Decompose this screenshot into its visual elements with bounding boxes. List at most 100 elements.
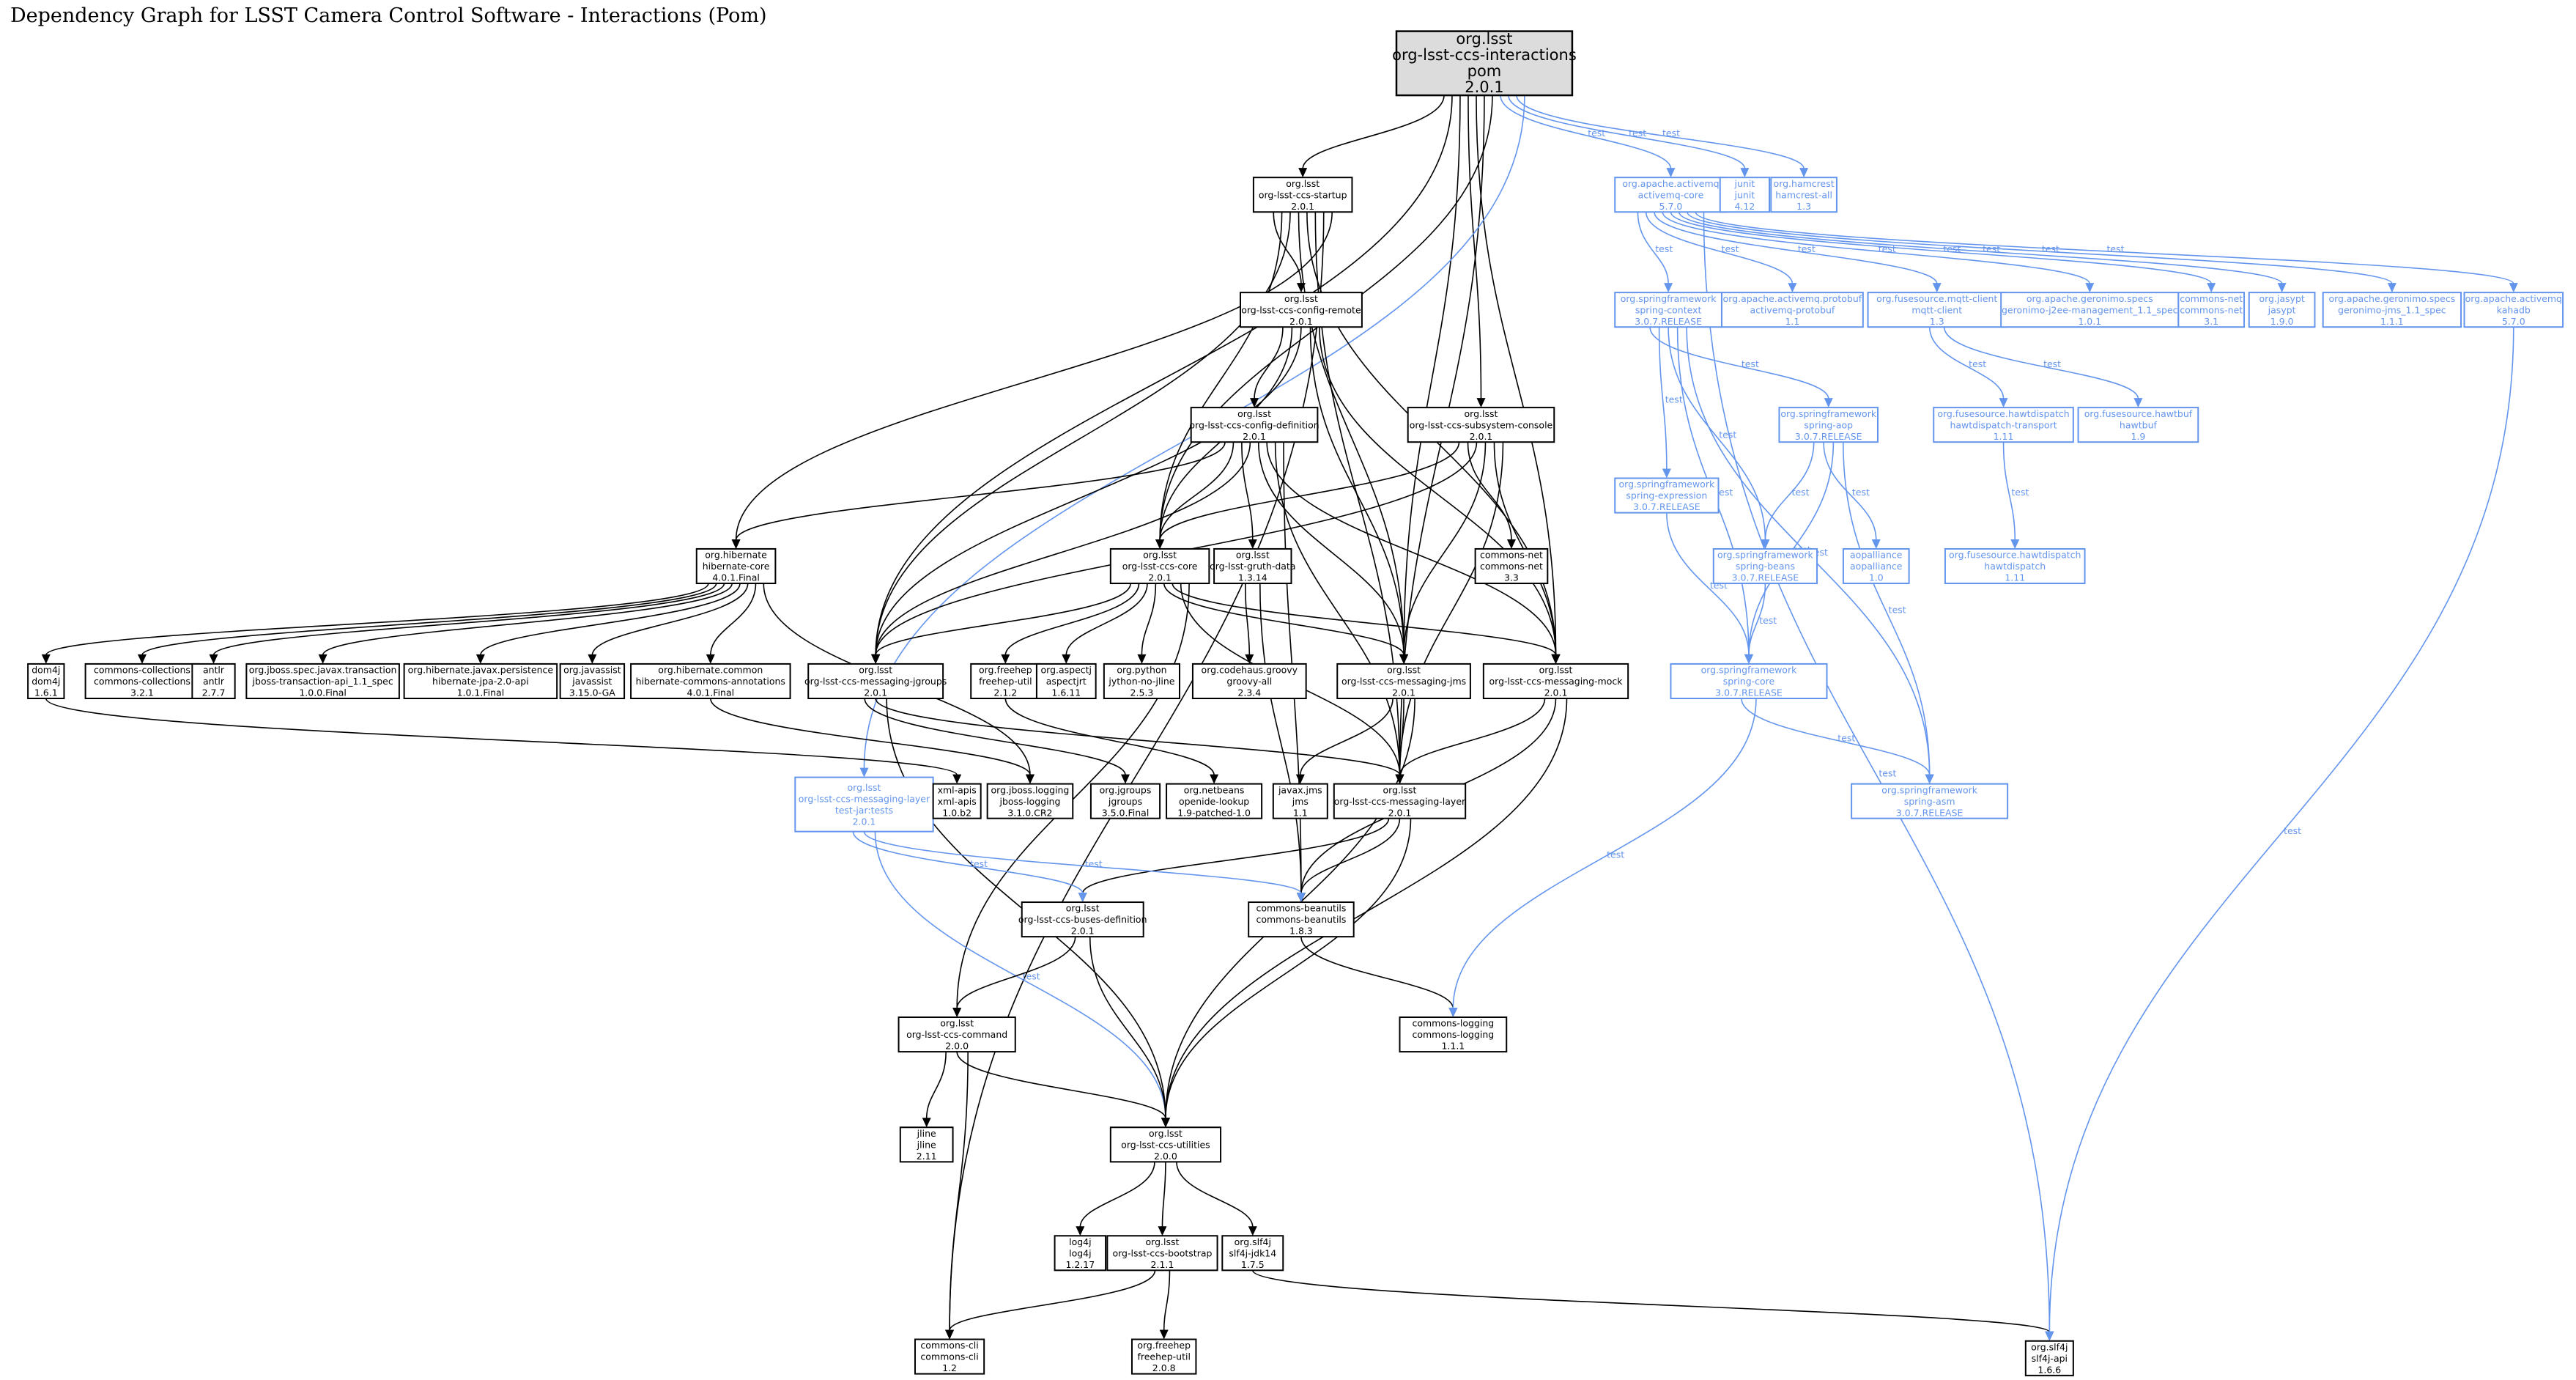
dependency-node-commons-collections[interactable]: commons-collectionscommons-collections3.… [84, 663, 200, 699]
node-box[interactable] [403, 663, 558, 699]
dependency-node-spring-core[interactable]: org.springframeworkspring-core3.0.7.RELE… [1670, 663, 1828, 699]
node-box[interactable] [1399, 1016, 1508, 1053]
node-box[interactable] [1336, 663, 1471, 699]
node-box[interactable] [2000, 292, 2180, 328]
node-box[interactable] [630, 663, 791, 699]
node-box[interactable] [932, 783, 982, 819]
node-box[interactable] [191, 663, 236, 699]
dependency-node-openide-lookup[interactable]: org.netbeansopenide-lookup1.9-patched-1.… [1166, 783, 1263, 819]
node-box[interactable] [1944, 547, 2086, 585]
node-box[interactable] [2077, 407, 2199, 443]
node-box[interactable] [1103, 663, 1181, 699]
dependency-node-geronimo-j2ee[interactable]: org.apache.geronimo.specsgeronimo-j2ee-m… [2000, 292, 2180, 328]
dependency-node-messaging-jgroups[interactable]: org.lsstorg-lsst-ccs-messaging-jgroups2.… [804, 663, 947, 699]
node-box[interactable] [1333, 783, 1467, 819]
node-box[interactable] [1933, 407, 2074, 443]
node-box[interactable] [1106, 1235, 1218, 1272]
node-box[interactable] [986, 783, 1074, 819]
node-box[interactable] [1089, 783, 1161, 819]
dependency-node-root[interactable]: org.lsstorg-lsst-ccs-interactionspom2.0.… [1392, 30, 1577, 97]
node-box[interactable] [899, 1126, 954, 1163]
node-box[interactable] [2024, 1340, 2074, 1376]
node-box[interactable] [1851, 783, 2009, 819]
dependency-node-buses-definition[interactable]: org.lsstorg-lsst-ccs-buses-definition2.0… [1018, 901, 1147, 938]
node-box[interactable] [1035, 663, 1097, 699]
node-box[interactable] [1239, 292, 1363, 328]
node-box[interactable] [1021, 901, 1144, 938]
node-box[interactable] [27, 663, 65, 699]
dependency-node-hibernate-jpa[interactable]: org.hibernate.javax.persistencehibernate… [403, 663, 558, 699]
dependency-node-spring-beans[interactable]: org.springframeworkspring-beans3.0.7.REL… [1712, 547, 1818, 585]
node-box[interactable] [1614, 477, 1720, 514]
node-box[interactable] [1395, 30, 1574, 97]
node-box[interactable] [2322, 292, 2462, 328]
node-box[interactable] [794, 776, 934, 833]
node-box[interactable] [1221, 1235, 1284, 1272]
dependency-node-messaging-layer[interactable]: org.lsstorg-lsst-ccs-messaging-layer2.0.… [1333, 783, 1467, 819]
dependency-node-spring-aop[interactable]: org.springframeworkspring-aop3.0.7.RELEA… [1778, 407, 1879, 443]
node-box[interactable] [559, 663, 626, 699]
node-box[interactable] [1054, 1235, 1107, 1272]
dependency-node-spring-context[interactable]: org.springframeworkspring-context3.0.7.R… [1614, 292, 1722, 328]
dependency-node-hawtdispatch-transport[interactable]: org.fusesource.hawtdispatchhawtdispatch-… [1933, 407, 2074, 443]
node-box[interactable] [1614, 292, 1722, 328]
dependency-node-activemq-protobuf[interactable]: org.apache.activemq.protobufactivemq-pro… [1720, 292, 1864, 328]
node-box[interactable] [897, 1016, 1016, 1053]
node-box[interactable] [1248, 901, 1355, 938]
node-box[interactable] [1719, 177, 1771, 213]
node-box[interactable] [1778, 407, 1879, 443]
node-box[interactable] [1109, 547, 1210, 585]
dependency-node-hibernate-commons-annotations[interactable]: org.hibernate.commonhibernate-commons-an… [630, 663, 791, 699]
node-box[interactable] [1190, 407, 1319, 443]
node-box[interactable] [2248, 292, 2316, 328]
node-box[interactable] [695, 547, 777, 585]
node-box[interactable] [1166, 783, 1263, 819]
node-box[interactable] [1407, 407, 1555, 443]
node-box[interactable] [1130, 1338, 1197, 1375]
dependency-node-spring-asm[interactable]: org.springframeworkspring-asm3.0.7.RELEA… [1851, 783, 2009, 819]
node-box[interactable] [1842, 547, 1910, 585]
dependency-node-spring-expression[interactable]: org.springframeworkspring-expression3.0.… [1614, 477, 1720, 514]
node-box[interactable] [914, 1338, 985, 1375]
node-box[interactable] [1474, 547, 1549, 585]
node-box[interactable] [2463, 292, 2564, 328]
node-box[interactable] [1252, 177, 1353, 213]
dependency-node-config-definition[interactable]: org.lsstorg-lsst-ccs-config-definition2.… [1189, 407, 1320, 443]
node-box[interactable] [1191, 663, 1307, 699]
dependency-node-hawtdispatch[interactable]: org.fusesource.hawtdispatchhawtdispatch1… [1944, 547, 2086, 585]
dependency-node-geronimo-jms[interactable]: org.apache.geronimo.specsgeronimo-jms_1.… [2322, 292, 2462, 328]
node-box[interactable] [1272, 783, 1328, 819]
